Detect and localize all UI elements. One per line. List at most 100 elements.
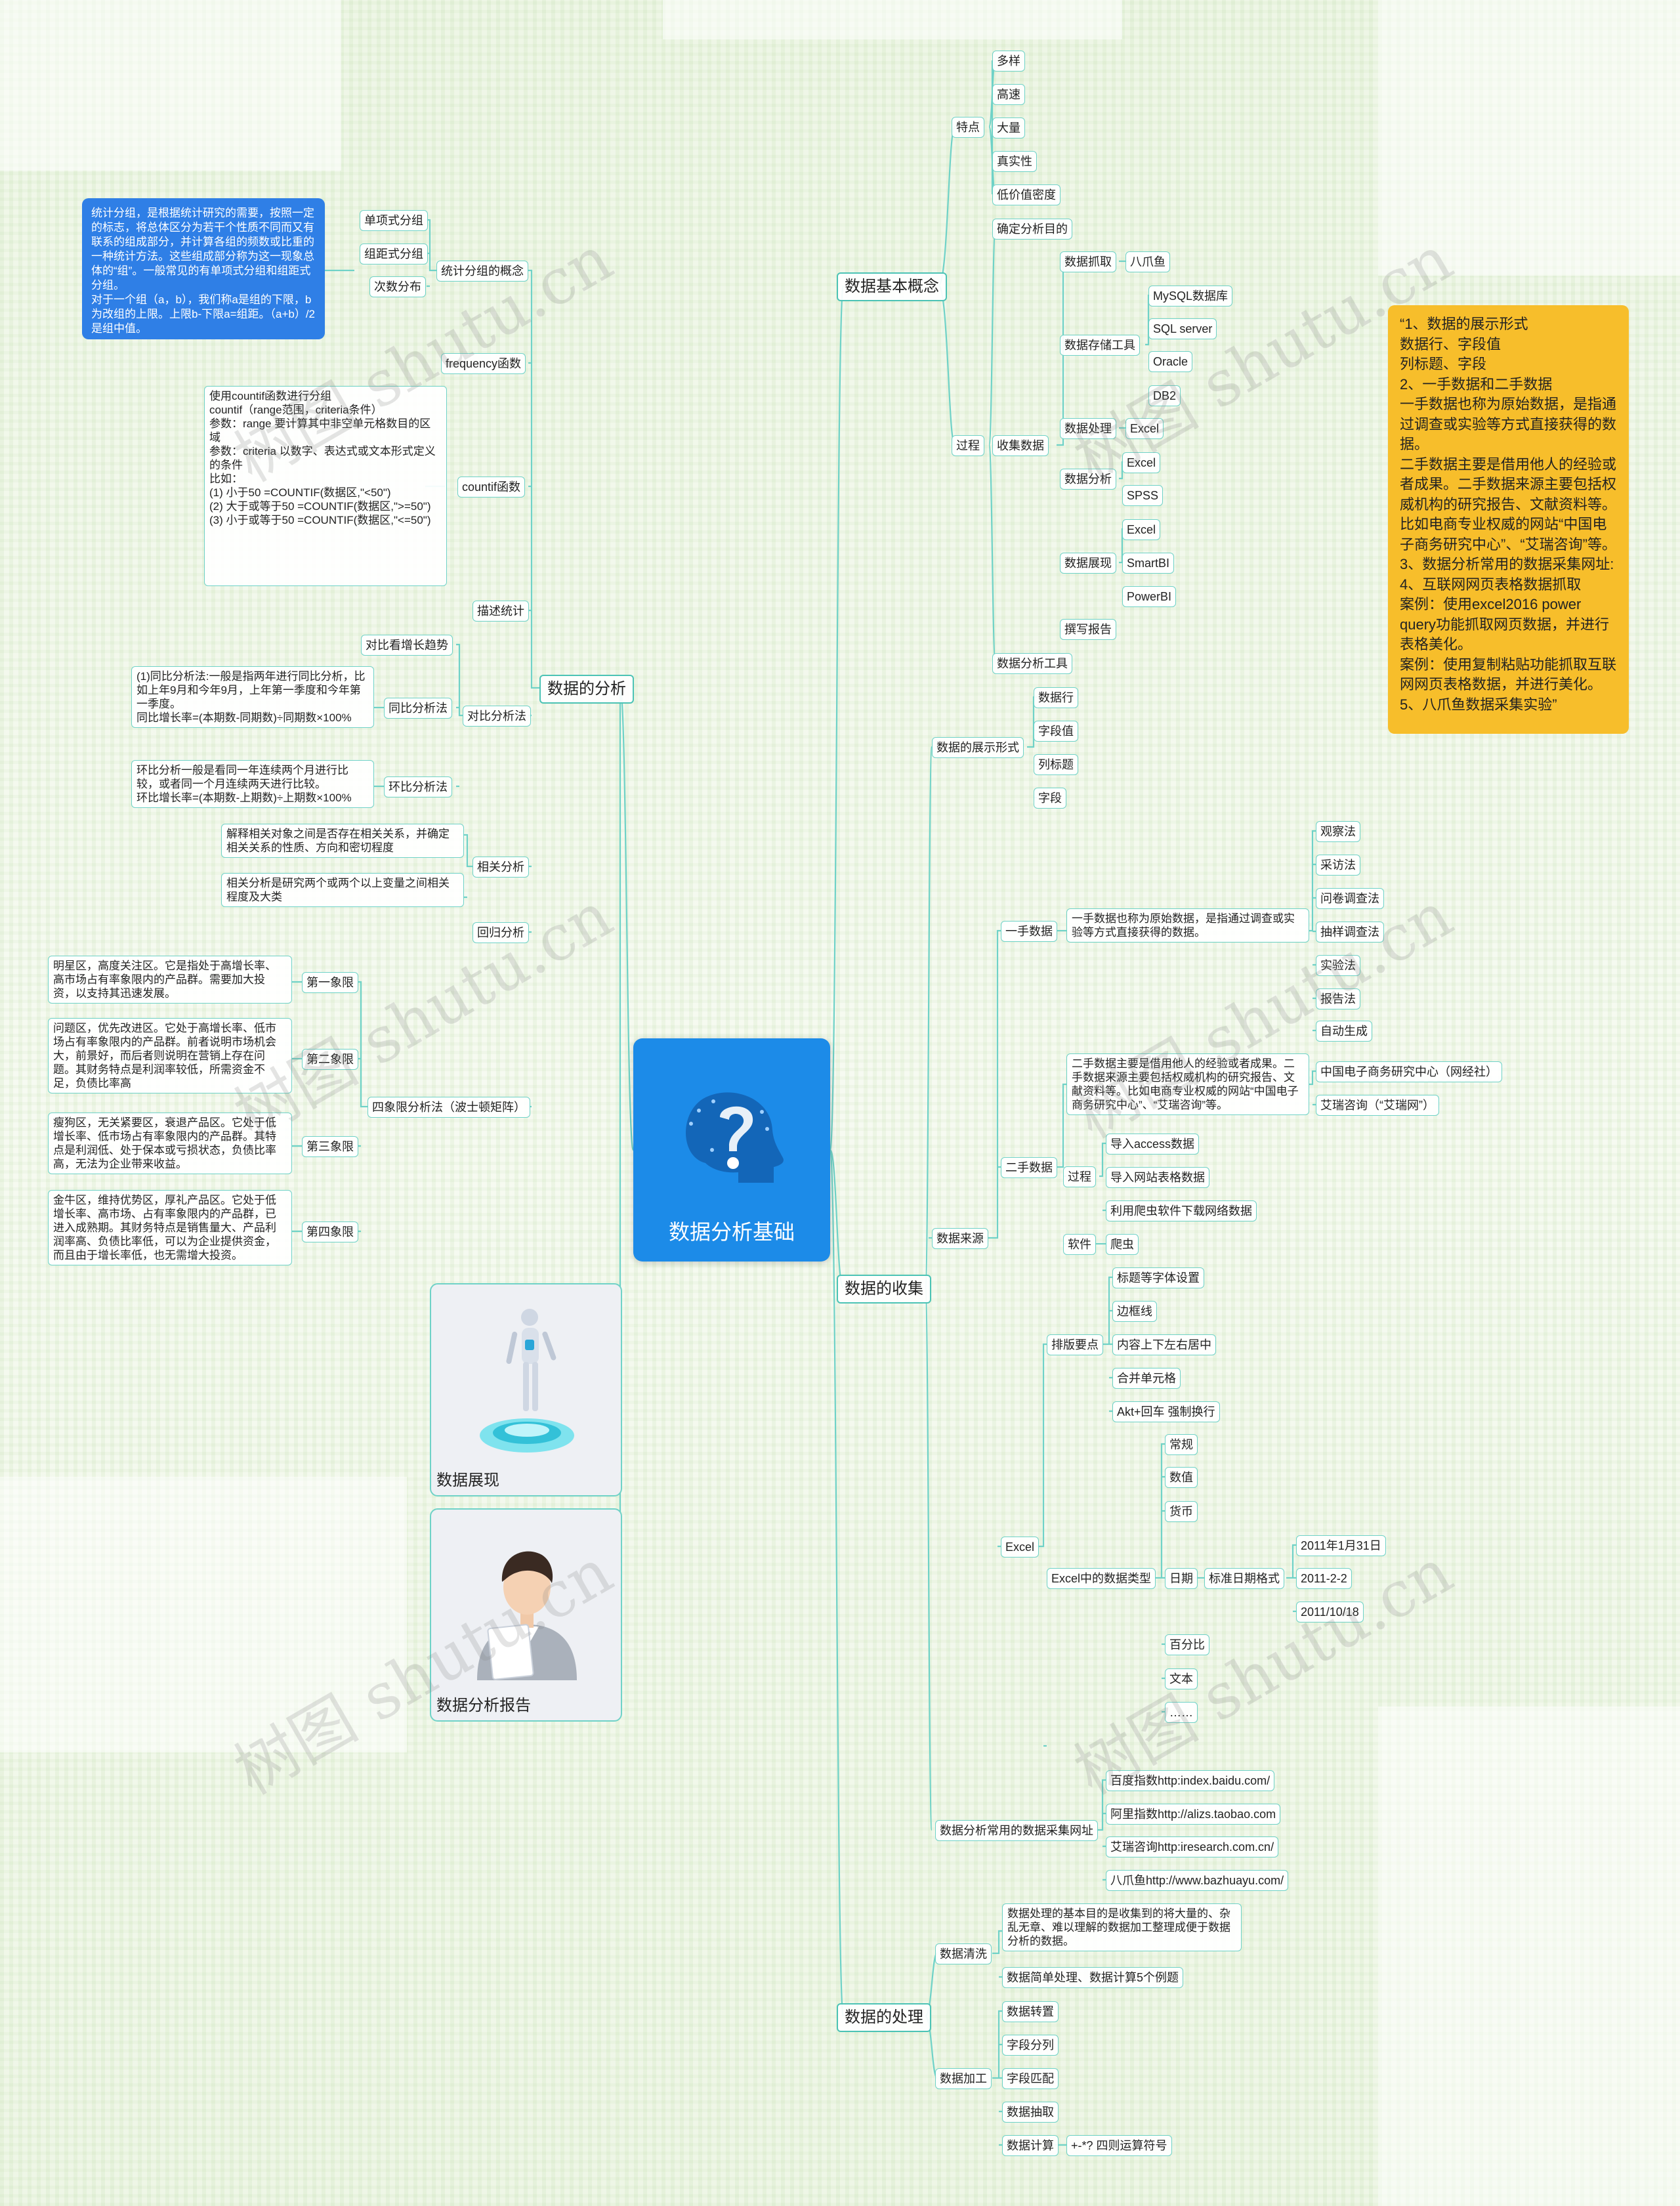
url-item[interactable]: 百度指数http:index.baidu.com/ [1106,1770,1275,1791]
branch-analysis[interactable]: 数据的分析 [539,675,634,704]
process-item[interactable]: 字段匹配 [1002,2068,1059,2089]
url-item[interactable]: 艾瑞咨询http:iresearch.com.cn/ [1106,1836,1279,1857]
analysis-countif[interactable]: countif函数 [457,477,526,498]
form-item[interactable]: 数据行 [1034,687,1078,708]
url-item[interactable]: 阿里指数http://alizs.taobao.com [1106,1804,1281,1825]
primary-method[interactable]: 抽样调查法 [1316,922,1384,943]
process-tools[interactable]: 数据分析工具 [992,653,1072,674]
excel-layout[interactable]: 排版要点 [1047,1334,1103,1355]
secondary-process-item[interactable]: 导入access数据 [1106,1134,1200,1155]
comparison-mom[interactable]: 环比分析法 [384,776,452,797]
processing-item[interactable]: Excel [1125,418,1164,439]
feature-item[interactable]: 大量 [992,117,1025,138]
type-item[interactable]: …… [1165,1702,1198,1723]
primary-method[interactable]: 采访法 [1316,855,1360,876]
secondary-process-item[interactable]: 利用爬虫软件下载网络数据 [1106,1200,1257,1221]
feature-item[interactable]: 多样 [992,51,1025,72]
type-item[interactable]: 百分比 [1165,1634,1209,1655]
type-item[interactable]: 日期 [1165,1568,1198,1589]
collection-forms[interactable]: 数据的展示形式 [932,737,1024,758]
feature-item[interactable]: 高速 [992,84,1025,105]
type-item[interactable]: 文本 [1165,1668,1198,1689]
type-item[interactable]: 常规 [1165,1434,1198,1455]
primary-method[interactable]: 实验法 [1316,955,1360,976]
process-collect[interactable]: 收集数据 [992,435,1049,456]
capture-item[interactable]: 八爪鱼 [1125,251,1170,272]
quadrant-label[interactable]: 第三象限 [302,1136,358,1157]
collect-processing[interactable]: 数据处理 [1060,418,1116,439]
process-item[interactable]: 数据抽取 [1002,2102,1059,2123]
collect-report[interactable]: 撰写报告 [1060,619,1116,640]
branch-concept[interactable]: 数据基本概念 [837,272,947,301]
analysis-grouping[interactable]: 统计分组的概念 [436,261,528,282]
secondary-software[interactable]: 软件 [1063,1234,1096,1255]
processing-clean[interactable]: 数据清洗 [935,1943,992,1964]
form-item[interactable]: 字段值 [1034,721,1078,742]
concept-process[interactable]: 过程 [952,435,984,456]
analysis-correlation[interactable]: 相关分析 [472,857,529,878]
layout-item[interactable]: 内容上下左右居中 [1112,1334,1216,1355]
date-format[interactable]: 标准日期格式 [1204,1568,1284,1589]
collect-display[interactable]: 数据展现 [1060,553,1116,574]
storage-item[interactable]: SQL server [1148,318,1217,339]
type-item[interactable]: 数值 [1165,1467,1198,1488]
layout-item[interactable]: Akt+回车 强制换行 [1112,1401,1220,1422]
processing-process[interactable]: 数据加工 [935,2068,992,2089]
collect-storage[interactable]: 数据存储工具 [1060,335,1140,356]
comparison-yoy[interactable]: 同比分析法 [384,698,452,719]
primary-method[interactable]: 观察法 [1316,821,1360,842]
process-item[interactable]: 数据计算 [1002,2135,1059,2156]
source-primary[interactable]: 一手数据 [1001,921,1057,942]
grouping-item[interactable]: 单项式分组 [360,210,428,231]
branch-processing[interactable]: 数据的处理 [837,2003,931,2032]
grouping-item[interactable]: 次数分布 [369,276,426,297]
url-item[interactable]: 八爪鱼http://www.bazhuayu.com/ [1106,1870,1289,1891]
quadrant-label[interactable]: 第四象限 [302,1221,358,1242]
collection-source[interactable]: 数据来源 [932,1228,988,1249]
collect-analysis[interactable]: 数据分析 [1060,469,1116,490]
report-card[interactable]: 数据分析报告 [430,1508,622,1722]
date-example[interactable]: 2011-2-2 [1296,1568,1352,1589]
storage-item[interactable]: MySQL数据库 [1148,286,1233,307]
feature-item[interactable]: 真实性 [992,151,1037,172]
source-secondary[interactable]: 二手数据 [1001,1157,1057,1178]
date-example[interactable]: 2011年1月31日 [1296,1535,1386,1556]
secondary-site[interactable]: 中国电子商务研究中心（网经社） [1316,1061,1502,1082]
analysis-item[interactable]: Excel [1122,452,1161,473]
display-item[interactable]: PowerBI [1122,586,1177,607]
process-goal[interactable]: 确定分析目的 [992,219,1072,240]
concept-features[interactable]: 特点 [952,117,984,138]
analysis-regression[interactable]: 回归分析 [472,922,529,943]
grouping-item[interactable]: 组距式分组 [360,244,428,265]
quadrant-label[interactable]: 第二象限 [302,1049,358,1070]
layout-item[interactable]: 边框线 [1112,1301,1157,1322]
analysis-descriptive[interactable]: 描述统计 [472,601,529,622]
secondary-site[interactable]: 艾瑞咨询（“艾瑞网”） [1316,1095,1439,1116]
display-item[interactable]: SmartBI [1122,553,1175,574]
layout-item[interactable]: 合并单元格 [1112,1368,1181,1389]
quadrant-label[interactable]: 第一象限 [302,972,358,993]
display-item[interactable]: Excel [1122,519,1161,540]
analysis-item[interactable]: SPSS [1122,485,1164,506]
form-item[interactable]: 字段 [1034,788,1066,809]
collect-capture[interactable]: 数据抓取 [1060,251,1116,272]
display-card[interactable]: 数据展现 [430,1283,622,1496]
storage-item[interactable]: DB2 [1148,385,1181,406]
form-item[interactable]: 列标题 [1034,754,1078,775]
process-item[interactable]: 数据转置 [1002,2001,1059,2022]
process-item[interactable]: 字段分列 [1002,2035,1059,2056]
calc-operators[interactable]: +-*? 四则运算符号 [1066,2135,1172,2156]
secondary-process[interactable]: 过程 [1063,1166,1096,1187]
storage-item[interactable]: Oracle [1148,351,1193,372]
excel-types[interactable]: Excel中的数据类型 [1047,1568,1156,1589]
branch-collection[interactable]: 数据的收集 [837,1275,931,1304]
primary-method[interactable]: 问卷调查法 [1316,888,1384,909]
clean-example[interactable]: 数据简单处理、数据计算5个例题 [1002,1967,1184,1988]
date-example[interactable]: 2011/10/18 [1296,1601,1364,1623]
type-item[interactable]: 货币 [1165,1501,1198,1522]
primary-method[interactable]: 报告法 [1316,988,1360,1009]
layout-item[interactable]: 标题等字体设置 [1112,1267,1204,1288]
secondary-process-item[interactable]: 导入网站表格数据 [1106,1167,1209,1188]
comparison-trend[interactable]: 对比看增长趋势 [361,635,453,656]
primary-method[interactable]: 自动生成 [1316,1021,1372,1042]
